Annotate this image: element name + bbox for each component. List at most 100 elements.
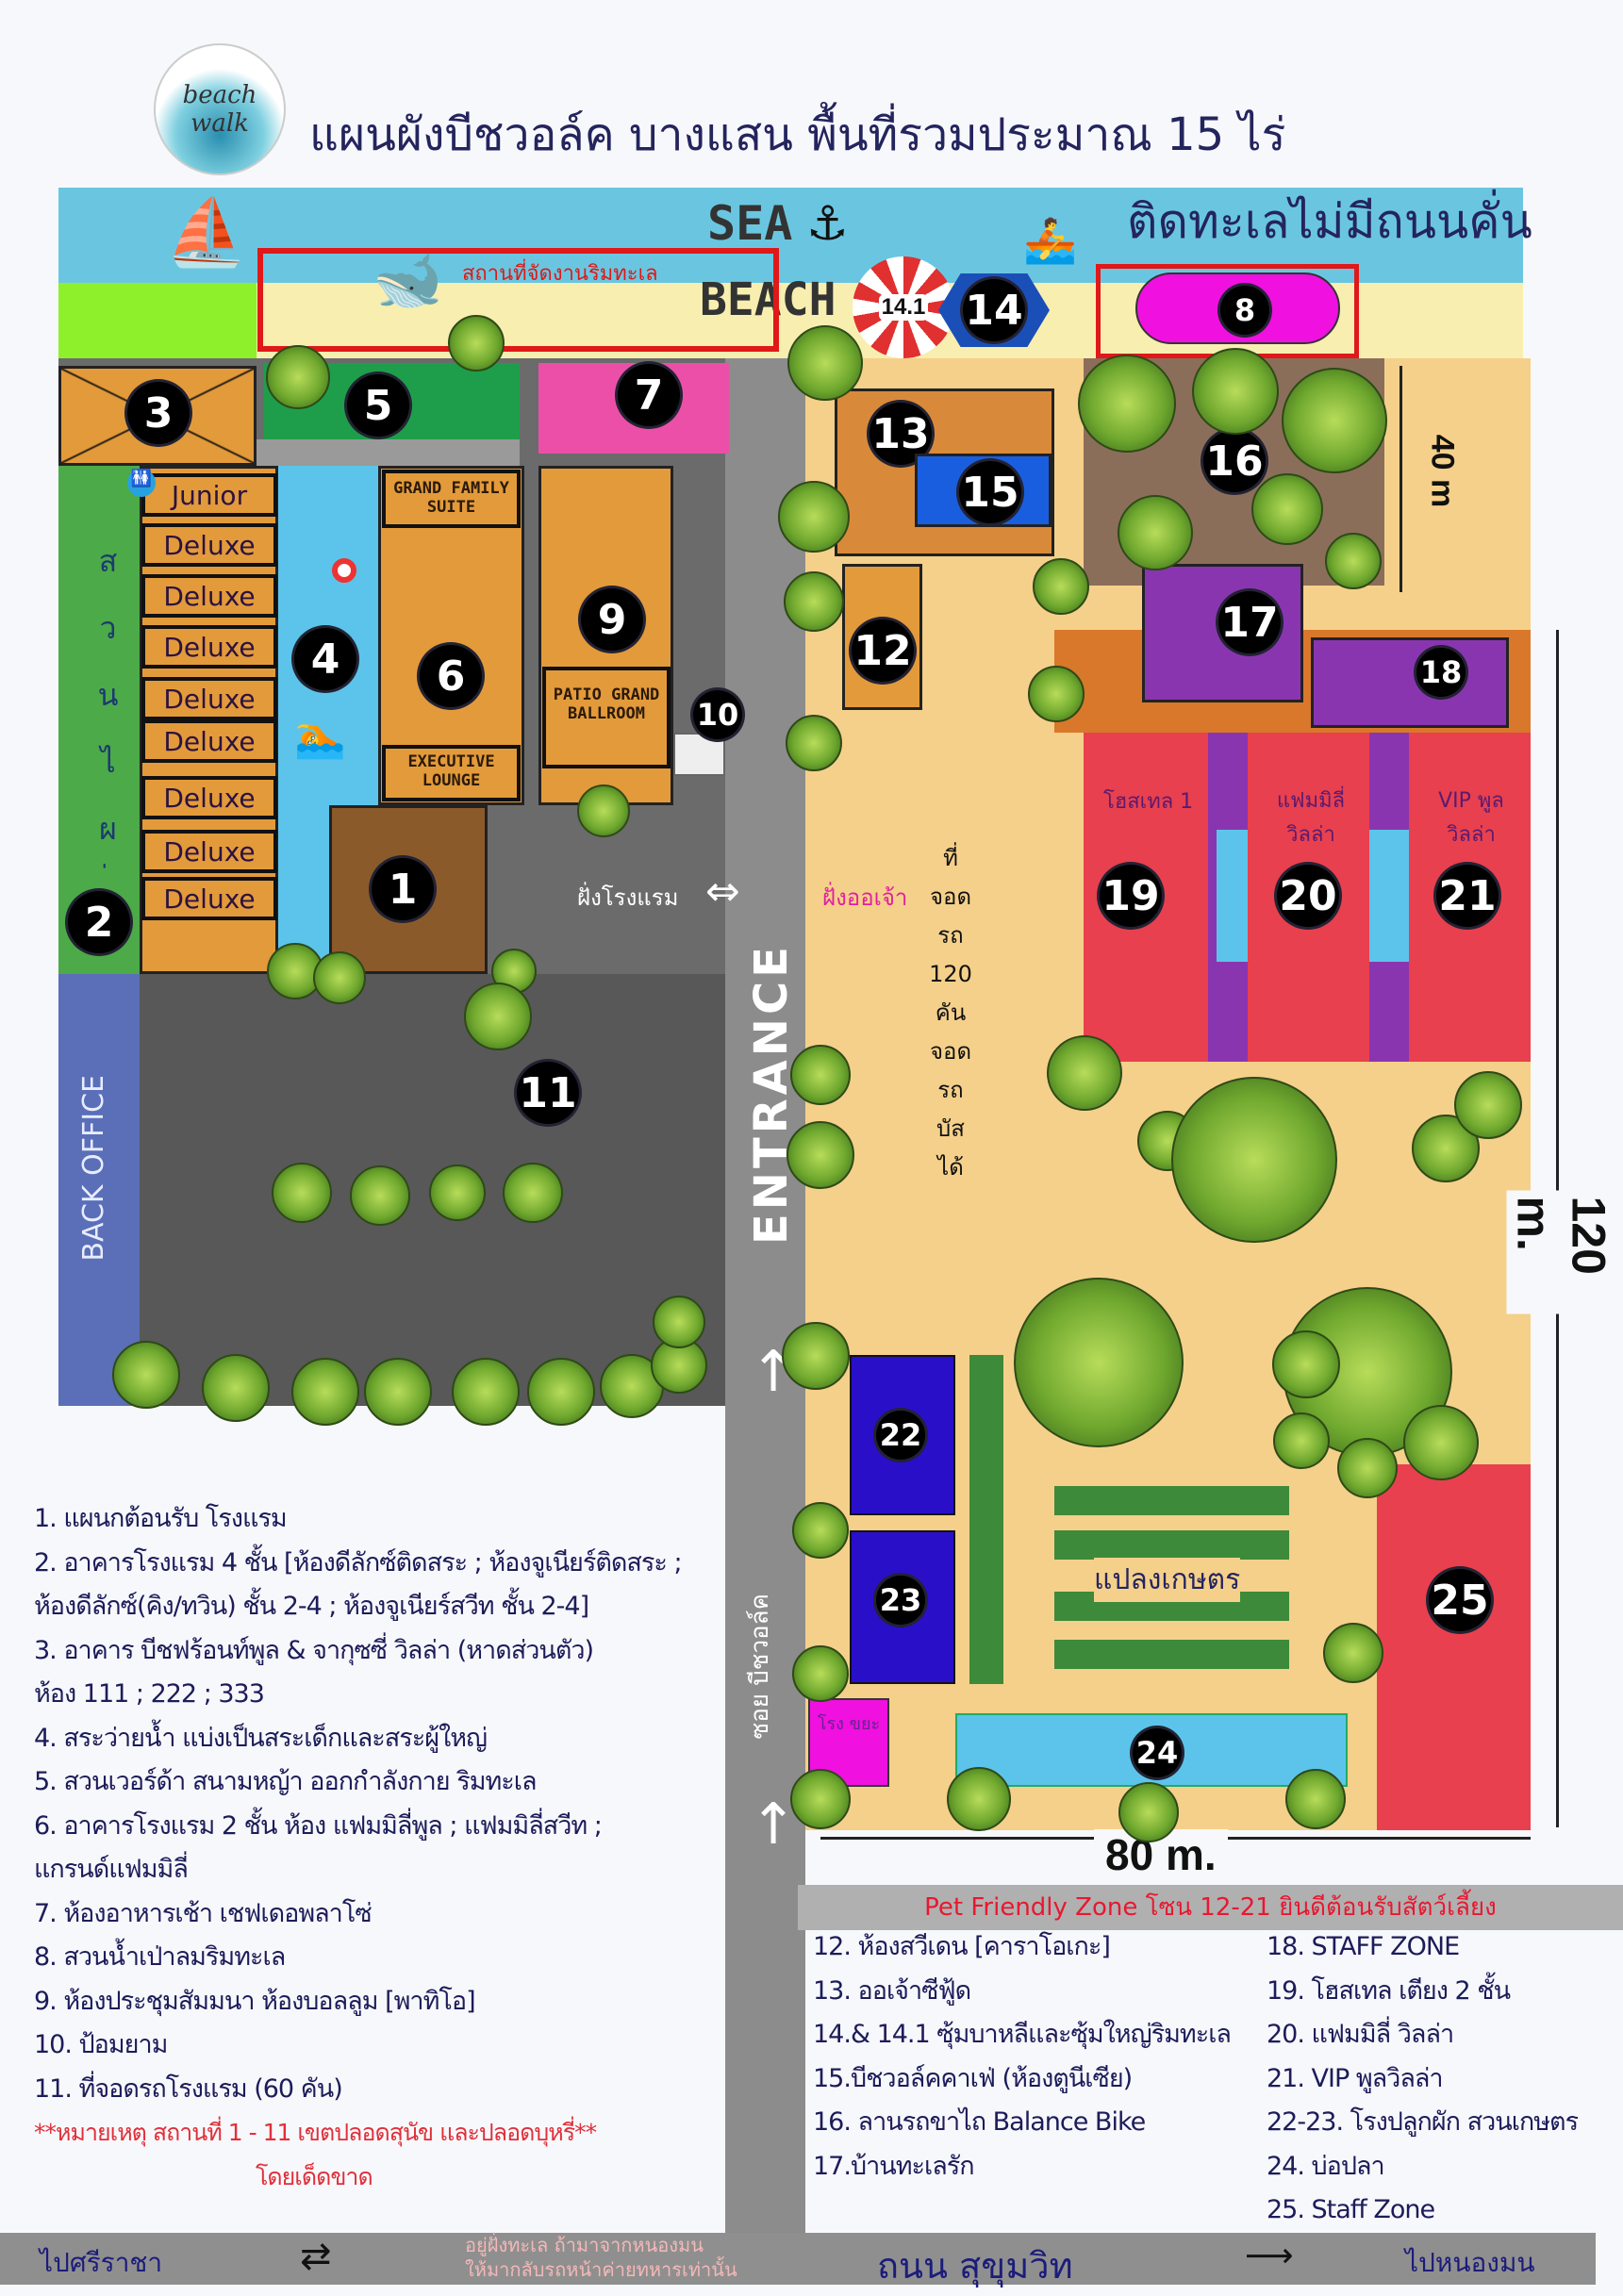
lifebuoy-icon: [332, 558, 356, 583]
marker-2[interactable]: 2: [68, 891, 130, 953]
logo-text: beach walk: [182, 81, 257, 138]
beach-green-area: [58, 283, 257, 360]
two-way-arrow-icon: ⇔: [705, 867, 740, 916]
parking-note-word: ที่: [943, 845, 958, 871]
page-title: แผนผังบีชวอล์ค บางแสน พื้นที่รวมประมาณ 1…: [309, 108, 1286, 161]
tree-icon: [787, 1121, 854, 1189]
legend-item: 14.& 14.1 ซุ้มบาหลีและซุ้มใหญ่ริมทะเล: [813, 2020, 1232, 2049]
marker-22[interactable]: 22: [876, 1411, 925, 1460]
sukhumvit-road: [0, 2233, 1596, 2285]
grey-strip: [257, 439, 520, 466]
tree-icon: [1118, 495, 1193, 570]
page-subtitle: ติดทะเลไม่มีถนนคั่น: [1127, 194, 1532, 249]
tree-icon: [1282, 368, 1387, 473]
kayak-icon: 🚣: [1023, 215, 1078, 266]
tree-icon: [272, 1163, 332, 1223]
marker-6[interactable]: 6: [420, 645, 482, 707]
marker-11[interactable]: 11: [517, 1062, 579, 1124]
tree-icon: [947, 1767, 1011, 1831]
tree-icon: [1337, 1438, 1398, 1498]
bamboo-garden: [58, 466, 140, 974]
tree-icon: [1033, 558, 1089, 615]
marker-14-1[interactable]: 14.1: [878, 294, 929, 321]
room-label: Deluxe: [141, 625, 277, 669]
legend-item: 12. ห้องสวีเดน [คาราโอเกะ]: [813, 1932, 1111, 1961]
marker-24[interactable]: 24: [1133, 1728, 1182, 1777]
tree-icon: [112, 1341, 180, 1409]
marker-16[interactable]: 16: [1203, 430, 1266, 492]
marker-19[interactable]: 19: [1100, 865, 1162, 927]
marker-3[interactable]: 3: [127, 382, 190, 444]
swimmer-icon: 🏊: [294, 713, 346, 761]
tree-icon: [792, 1645, 849, 1702]
restroom-icon: 🚻: [127, 469, 156, 497]
entrance-label: ENTRANCE: [745, 943, 798, 1245]
room-label: Deluxe: [141, 830, 277, 873]
tree-icon: [503, 1163, 563, 1223]
beach-event-area: [257, 248, 779, 352]
marker-14[interactable]: 14: [963, 279, 1025, 341]
to-sriracha: ไปศรีราชา: [40, 2247, 163, 2278]
parking-note-word: ได้: [937, 1154, 964, 1181]
tree-icon: [1171, 1077, 1337, 1243]
marker-15[interactable]: 15: [959, 461, 1021, 523]
family-villa-label: แฟมมิลี่ วิลล่า: [1276, 789, 1346, 847]
whale-tail-icon: 🐋: [373, 248, 443, 314]
back-office: [58, 974, 140, 1406]
legend-item: ห้องดีลักซ์(คิง/ทวิน) ชั้น 2-4 ; ห้องจูเ…: [34, 1592, 589, 1621]
legend-item: 17.บ้านทะเลรัก: [813, 2151, 975, 2181]
farm-row: [1054, 1640, 1289, 1669]
parking-note-word: บัส: [936, 1115, 965, 1142]
room-label: Deluxe: [141, 719, 277, 763]
marker-5[interactable]: 5: [347, 374, 409, 437]
tree-icon: [291, 1358, 359, 1426]
marker-8[interactable]: 8: [1220, 286, 1269, 335]
marker-25[interactable]: 25: [1429, 1569, 1491, 1631]
beach-label: BEACH: [700, 273, 836, 326]
marker-20[interactable]: 20: [1277, 865, 1339, 927]
road-name: ถนน สุขุมวิท: [877, 2245, 1073, 2287]
guardhouse-10: [673, 733, 725, 776]
entrance-road: [725, 358, 805, 2235]
tree-icon: [1192, 348, 1279, 435]
tree-icon: [464, 983, 532, 1050]
right-arrow-icon: ⟶: [1245, 2237, 1294, 2275]
marker-23[interactable]: 23: [876, 1576, 925, 1625]
room-label: Junior: [141, 473, 277, 517]
marker-4[interactable]: 4: [294, 628, 356, 690]
green-strip: [969, 1355, 1003, 1684]
room-label: Deluxe: [141, 776, 277, 819]
tree-icon: [1325, 533, 1382, 589]
ojao-side-label: ฝั่งออเจ้า: [822, 884, 908, 911]
tree-icon: [1403, 1405, 1479, 1480]
marker-7[interactable]: 7: [618, 364, 680, 426]
legend-item: 9. ห้องประชุมสัมมนา ห้องบอลลูม [พาทิโอ]: [34, 1986, 476, 2016]
tree-icon: [202, 1354, 270, 1422]
sea-label: SEA: [707, 196, 793, 251]
marker-10[interactable]: 10: [693, 690, 742, 739]
tree-icon: [653, 1296, 705, 1348]
dim-40-line: [1399, 366, 1402, 592]
farm-row: [1054, 1530, 1289, 1560]
tree-icon: [448, 315, 505, 372]
building-9: [538, 466, 673, 805]
marker-12[interactable]: 12: [852, 619, 914, 682]
grand-family-suite: GRAND FAMILY SUITE: [382, 470, 521, 528]
staff-zone-18: [1311, 637, 1509, 728]
u-turn-note: อยู่ฝั่งทะเล ถ้ามาจากหนองมน ให้มากลับรถห…: [465, 2233, 737, 2282]
pet-friendly-band: Pet Friendly Zone โซน 12-21 ยินดีต้อนรับ…: [798, 1885, 1623, 1930]
marker-13[interactable]: 13: [869, 403, 932, 465]
legend-item: 21. VIP พูลวิลล่า: [1267, 2063, 1444, 2093]
marker-1[interactable]: 1: [372, 858, 434, 920]
tree-icon: [1078, 355, 1176, 453]
legend-item: 8. สวนน้ำเป่าลมริมทะเล: [34, 1942, 286, 1972]
marker-18[interactable]: 18: [1416, 648, 1466, 697]
marker-17[interactable]: 17: [1218, 591, 1281, 653]
building-6: [378, 466, 524, 805]
marker-21[interactable]: 21: [1436, 865, 1499, 927]
room-label: Deluxe: [141, 677, 277, 720]
marker-9[interactable]: 9: [581, 588, 643, 651]
tree-icon: [1028, 666, 1085, 722]
hostel-label: โฮสเทล 1: [1103, 790, 1194, 814]
legend-item: 5. สวนเวอร์ด้า สนามหญ้า ออกกำลังกาย ริมท…: [34, 1767, 538, 1796]
